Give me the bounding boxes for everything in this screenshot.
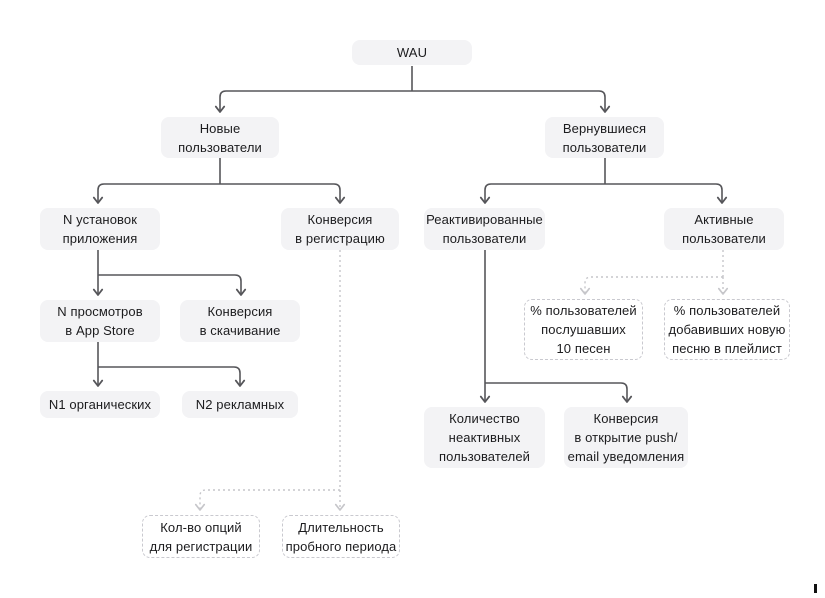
node-returning-users: Вернувшиеся пользователи (545, 117, 664, 158)
node-n-installs: N установок приложения (40, 208, 160, 250)
node-pct-listened-10-songs: % пользователей послушавших 10 песен (524, 299, 643, 360)
node-active-users: Активные пользователи (664, 208, 784, 250)
node-n-views-appstore: N просмотров в App Store (40, 300, 160, 342)
node-conversion-download: Конверсия в скачивание (180, 300, 300, 342)
node-registration-options-count: Кол-во опций для регистрации (142, 515, 260, 558)
edge-wau-returning-users (412, 90, 611, 113)
edge-returning-active (605, 183, 728, 204)
node-n1-organic: N1 органических (40, 391, 160, 418)
screen-edge-mark (814, 584, 817, 593)
edge-new-users-installs (92, 183, 220, 204)
edge-installs-conv-dl (98, 274, 247, 296)
edge-views-n2 (98, 366, 246, 387)
node-new-users: Новые пользователи (161, 117, 279, 158)
node-conversion-registration: Конверсия в регистрацию (281, 208, 399, 250)
edge-returning-reactivated (479, 183, 605, 204)
edge-reactivated-conv-push (485, 382, 633, 403)
node-conversion-push-email: Конверсия в открытие push/ email уведомл… (564, 407, 688, 468)
node-n2-ads: N2 рекламных (182, 391, 298, 418)
node-reactivated-users: Реактивированные пользователи (424, 208, 545, 250)
edge-wau-new-users (214, 90, 412, 113)
edge-new-users-conv-reg (220, 183, 346, 204)
node-wau: WAU (352, 40, 472, 65)
node-inactive-users-count: Количество неактивных пользователей (424, 407, 545, 468)
edge-conv-reg-options-dotted (194, 489, 340, 511)
node-trial-duration: Длительность пробного периода (282, 515, 400, 558)
edge-active-pct-listened-dotted (579, 276, 723, 295)
node-pct-added-playlist: % пользователей добавивших новую песню в… (664, 299, 790, 360)
